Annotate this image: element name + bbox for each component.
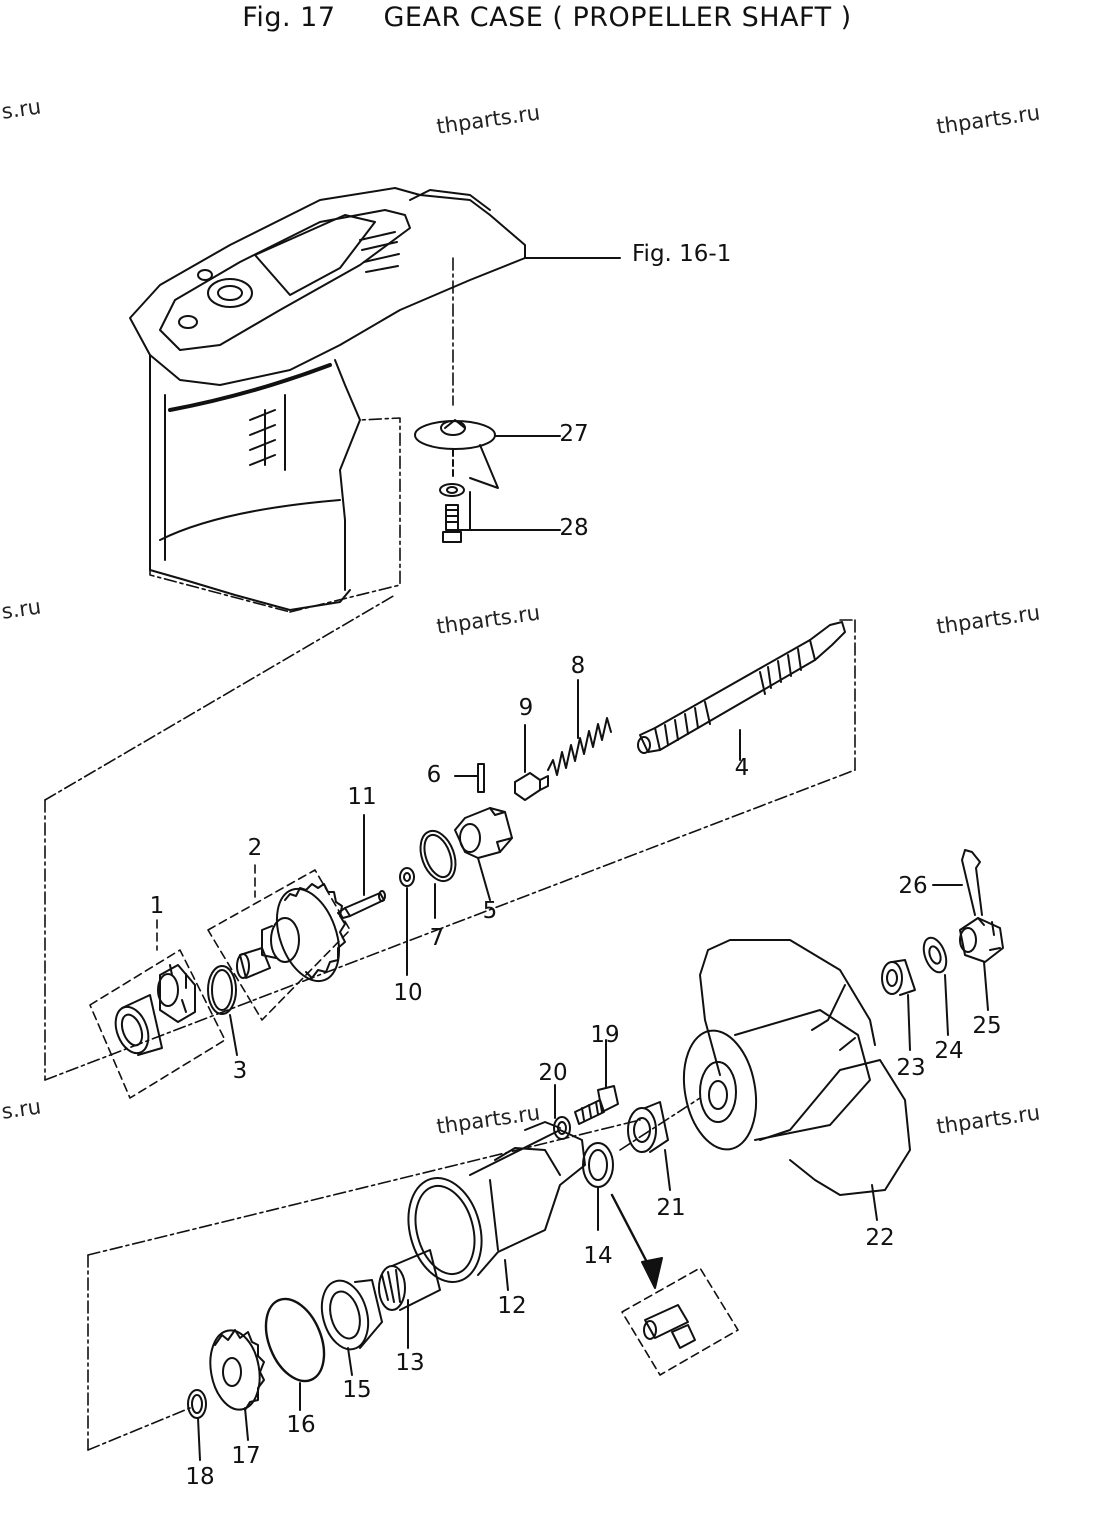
figure-number: Fig. 17 [242,2,336,33]
part-24-washer [922,936,949,1036]
reference-envelope [149,257,454,613]
part-13-needle-bearing [378,1249,441,1349]
part-14-oil-seal [582,1142,663,1289]
part-label: 18 [185,1464,215,1490]
part-label: 23 [896,1055,926,1081]
part-9-plunger [514,724,549,801]
assembly-envelope-lower [87,1097,701,1451]
part-1-bearing [114,964,196,1056]
part-label: 28 [559,515,589,541]
part-label: 6 [426,762,442,788]
part-1-box [89,919,226,1099]
part-7-ring [419,829,457,919]
part-label: 2 [247,835,263,861]
part-label: 24 [934,1038,964,1064]
part-label: 13 [395,1350,425,1376]
part-20-washer [553,1084,571,1140]
part-3-shim [207,965,238,1056]
fig-ref-label: Fig. 16-1 [632,241,732,267]
part-label: 14 [583,1243,613,1269]
part-19-bolt [574,1039,619,1125]
assembly-envelope-upper [44,594,856,1081]
part-label: 5 [482,898,498,924]
part-18-shim [187,1389,207,1461]
part-4-propeller-shaft [637,621,846,761]
part-27-anode [414,419,561,489]
part-23-spacer [881,959,916,1051]
part-label: 21 [656,1195,686,1221]
part-26-cotter-pin [932,849,983,916]
part-label: 4 [734,755,750,781]
part-label: 3 [232,1058,248,1084]
part-15-ball-bearing [320,1279,383,1376]
part-label: 15 [342,1377,372,1403]
part-6-pin [454,763,485,793]
part-12-bearing-housing [407,1121,586,1291]
part-label: 8 [570,653,586,679]
part-label: 11 [347,784,377,810]
part-label: 9 [518,695,534,721]
part-label: 19 [590,1022,620,1048]
figure-title: Fig. 17 GEAR CASE ( PROPELLER SHAFT ) [0,2,1094,33]
part-2-box [207,864,351,1021]
part-5-clutch [454,807,513,901]
part-25-nut [959,917,1004,1011]
part-label: 1 [149,893,165,919]
part-10-washer [399,867,415,976]
part-label: 7 [429,925,445,951]
part-2-forward-gear [236,883,346,983]
part-11-push-rod [337,814,386,919]
part-17-reverse-gear [209,1329,265,1441]
part-21-thrust-holder [627,1101,671,1191]
part-label: 10 [393,980,423,1006]
part-22-propeller [682,939,911,1221]
part-8-spring [547,679,612,776]
figure-name: GEAR CASE ( PROPELLER SHAFT ) [383,2,852,33]
seal-detail-box [621,1267,739,1376]
part-label: 22 [865,1225,895,1251]
part-16-o-ring [264,1297,326,1411]
part-label: 17 [231,1443,261,1469]
part-label: 27 [559,421,589,447]
part-label: 16 [286,1412,316,1438]
part-28-bolt [439,483,561,543]
part-label: 25 [972,1013,1002,1039]
gear-case-housing [129,187,526,611]
part-label: 12 [497,1293,527,1319]
part-label: 20 [538,1060,568,1086]
part-label: 26 [898,873,928,899]
